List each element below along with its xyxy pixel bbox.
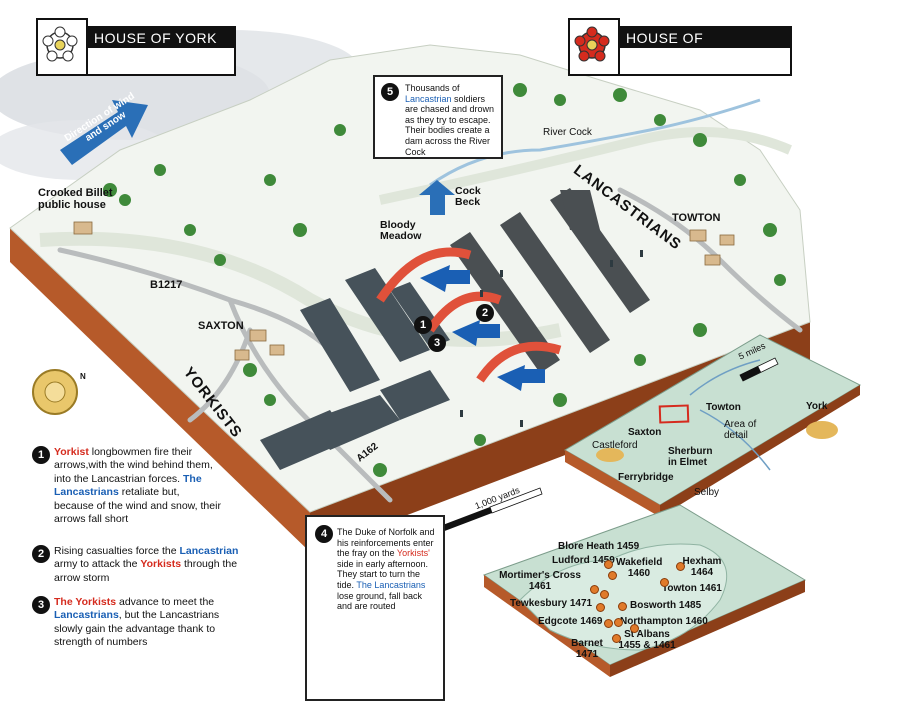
battle-dot	[600, 590, 609, 599]
buildings	[73, 221, 735, 361]
battle-dot	[660, 578, 669, 587]
note-3-text-2: , but the Lancastrians slowly gain the a…	[54, 609, 220, 649]
battle-dot	[630, 624, 639, 633]
battle-label: Mortimer's Cross 1461	[499, 570, 581, 592]
trees	[103, 83, 786, 477]
note-2-text-3: through the arrow storm	[54, 558, 238, 584]
callout-4-text-2: side in early afternoon. They start to t…	[337, 558, 429, 591]
battle-dot	[618, 602, 627, 611]
terrain-top	[9, 44, 811, 513]
arrow-storm-arrows	[376, 247, 562, 391]
battle-label: Edgcote 1469	[538, 616, 603, 627]
crooked-billet-label: Crooked Billet public house	[38, 187, 113, 211]
scale-bar	[440, 487, 543, 532]
river-cock-label: River Cock	[543, 127, 592, 138]
cock-beck-arrow	[419, 180, 455, 215]
note-2-lancastrian: Lancastrian	[179, 545, 239, 557]
note-3-number: 3	[32, 596, 50, 614]
battle-dot	[604, 560, 613, 569]
regional-map-panel	[564, 334, 862, 517]
wind-arrow	[60, 100, 148, 165]
regional-saxton-label: Saxton	[628, 427, 662, 438]
battle-label: Hexham 1464	[682, 556, 722, 578]
note-1-text-2: retaliate but, because of the wind and s…	[54, 486, 221, 526]
note-3-lancastrians: Lancastrians	[54, 609, 119, 622]
note-2-yorkists: Yorkists	[140, 558, 182, 571]
battle-marker-2: 2	[476, 304, 494, 322]
note-1-yorkist: Yorkist	[54, 446, 89, 458]
callout-4-text-3: lose ground, fall back and are routed	[337, 590, 423, 612]
regional-area-label: Area of detail	[724, 419, 757, 441]
terrain-side-left	[10, 228, 310, 552]
note-2-number: 2	[32, 545, 50, 563]
note-1-text-1: longbowmen fire their arrows,with the wi…	[54, 446, 213, 485]
compass	[32, 369, 78, 415]
regional-towton-label: Towton	[706, 402, 741, 413]
callout-4-yorkists: Yorkists'	[396, 548, 430, 559]
cock-beck-label: Cock Beck	[455, 185, 481, 209]
battle-dot	[614, 618, 623, 627]
regional-selby-label: Selby	[694, 487, 720, 498]
note-3-text-1: advance to meet the	[116, 596, 215, 608]
battle-label: Northampton 1460	[620, 616, 708, 627]
battle-dot	[612, 634, 621, 643]
battle-dot	[590, 585, 599, 594]
note-2-text-1: Rising casualties force the	[54, 545, 177, 557]
battle-label: St Albans 1455 & 1461	[618, 629, 676, 651]
regional-castleford-label: Castleford	[592, 440, 638, 451]
battle-label: Bosworth 1485	[630, 600, 702, 611]
callout-4: 4 The Duke of Norfolk and his reinforcem…	[305, 515, 445, 701]
callout-5-text-1: Thousands of	[405, 83, 460, 93]
house-of-lancaster-header: HOUSE OF LANCASTER	[568, 18, 792, 76]
battle-dot	[608, 571, 617, 580]
towton-label: TOWTON	[672, 212, 721, 224]
house-of-york-header: HOUSE OF YORK	[36, 18, 236, 76]
battle-dot	[604, 619, 613, 628]
callout-4-lancastrians: The Lancastrians	[356, 580, 426, 591]
note-3: 3 The Yorkists advance to meet the Lanca…	[32, 596, 242, 650]
note-1-number: 1	[32, 446, 50, 464]
regional-sherburn-label: Sherburn in Elmet	[668, 446, 713, 468]
red-rose-icon	[568, 18, 620, 76]
compass-north-label: N	[80, 372, 86, 381]
note-1: 1 Yorkist longbowmen fire their arrows,w…	[32, 446, 222, 527]
note-3-yorkists: The Yorkists	[54, 596, 117, 608]
callout-5-lancastrian: Lancastrian	[405, 93, 452, 104]
callout-4-number: 4	[315, 525, 333, 543]
battle-marker-3: 3	[428, 334, 446, 352]
battle-label: Towton 1461	[662, 583, 722, 594]
bloody-meadow-label: Bloody Meadow	[380, 219, 422, 243]
battle-label: Blore Heath 1459	[558, 541, 640, 552]
b1217-label: B1217	[150, 279, 183, 291]
callout-5: 5 Thousands of Lancastrian soldiers are …	[373, 75, 503, 159]
white-rose-icon	[36, 18, 88, 76]
battle-label: Ludford 1459	[552, 555, 615, 566]
note-2-text-2: army to attack the	[54, 558, 138, 571]
battle-label: Tewkesbury 1471	[510, 598, 593, 609]
saxton-label: SAXTON	[198, 320, 244, 332]
battle-dot	[596, 603, 605, 612]
lancastrian-army	[450, 188, 650, 373]
callout-4-text-1: The Duke of Norfolk and his reinforcemen…	[337, 527, 435, 559]
callout-5-number: 5	[381, 83, 399, 101]
note-2: 2 Rising casualties force the Lancastria…	[32, 545, 248, 585]
regional-ferrybridge-label: Ferrybridge	[618, 472, 674, 483]
battle-dot	[676, 562, 685, 571]
battle-label: Barnet 1471	[571, 638, 603, 660]
callout-5-text-2: soldiers are chased and drown as they tr…	[405, 93, 495, 157]
note-1-lancastrians: The Lancastrians	[54, 472, 202, 499]
battle-label: Wakefield 1460	[616, 557, 663, 579]
battle-marker-1: 1	[414, 316, 432, 334]
house-of-lancaster-title: HOUSE OF LANCASTER	[570, 28, 790, 66]
skirmishers	[460, 250, 643, 427]
battles-map-panel	[482, 504, 807, 677]
yorkist-army	[260, 268, 450, 470]
regional-york-label: York	[806, 401, 828, 412]
